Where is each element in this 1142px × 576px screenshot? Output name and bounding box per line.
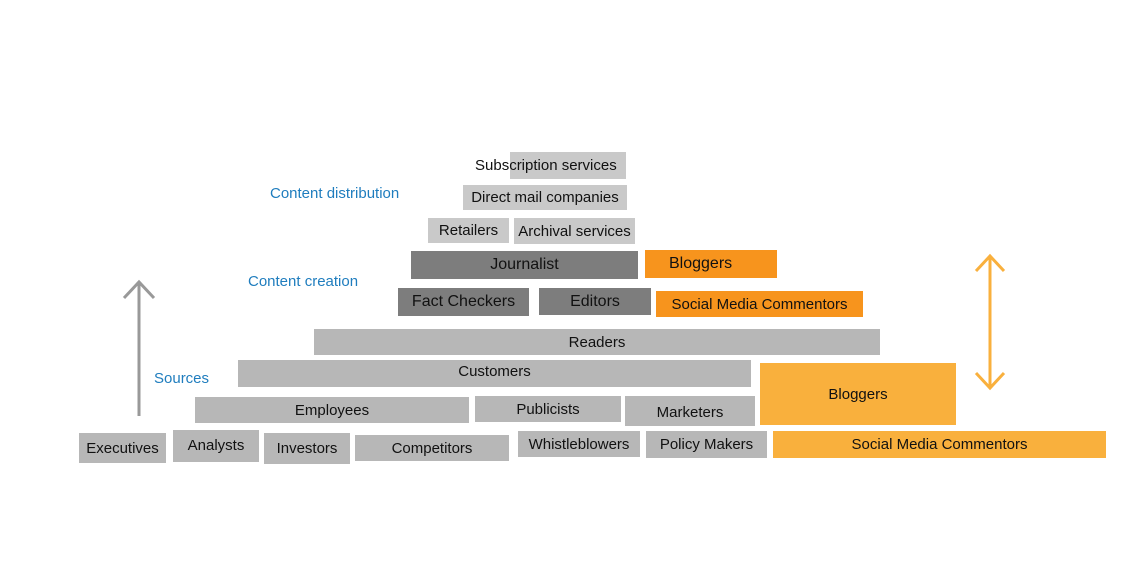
box-publicists: Publicists (475, 396, 621, 422)
box-marketers: Marketers (625, 396, 755, 426)
box-investors: Investors (264, 433, 350, 464)
box-whistleblowers: Whistleblowers (518, 431, 640, 457)
label-content-creation: Content creation (248, 273, 359, 290)
label-sources: Sources (154, 370, 210, 387)
box-policy-makers: Policy Makers (646, 431, 767, 458)
box-bloggers-sources: Bloggers (760, 363, 956, 425)
box-retailers: Retailers (428, 218, 509, 243)
up-arrow-icon (122, 279, 156, 416)
box-analysts: Analysts (173, 430, 259, 462)
box-direct-mail-companies: Direct mail companies (463, 185, 627, 210)
box-editors: Editors (539, 288, 651, 315)
box-customers: Customers (238, 360, 751, 387)
box-fact-checkers: Fact Checkers (398, 288, 529, 316)
box-subscription-services (510, 152, 626, 179)
box-employees: Employees (195, 397, 469, 423)
box-journalist: Journalist (411, 251, 638, 279)
box-archival-services: Archival services (514, 218, 635, 244)
box-social-media-creation: Social Media Commentors (656, 291, 863, 317)
box-executives: Executives (79, 433, 166, 463)
box-competitors: Competitors (355, 435, 509, 461)
label-content-distribution: Content distribution (270, 185, 400, 202)
double-headed-vertical-arrow-icon (974, 253, 1006, 391)
box-social-media-sources: Social Media Commentors (773, 431, 1106, 458)
box-bloggers-creation: Bloggers (645, 250, 777, 278)
box-readers: Readers (314, 329, 880, 355)
text-subscription-services: Subscription services (475, 157, 617, 174)
